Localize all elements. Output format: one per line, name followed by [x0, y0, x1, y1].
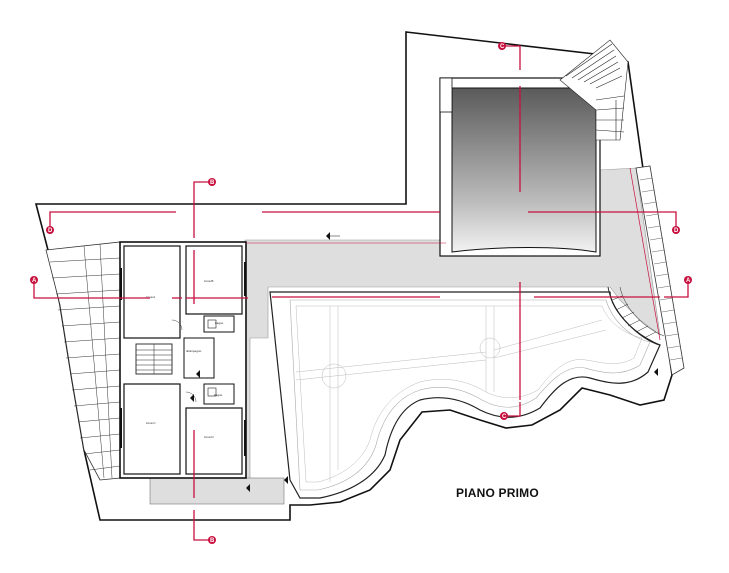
- marker-b-bottom-label: B: [210, 538, 215, 544]
- room-label-5: bagno: [214, 393, 223, 397]
- marker-a-left-label: A: [32, 278, 37, 284]
- marker-b-top-label: B: [210, 180, 215, 186]
- marker-d-right-label: D: [674, 228, 679, 234]
- garden-edge: [269, 291, 661, 499]
- room-label-6: zona C: [146, 421, 156, 425]
- section-lines: [33, 45, 689, 541]
- building: zona A zona B bagno disimpegno bagno zon…: [119, 241, 247, 479]
- stair-curved: [607, 286, 665, 346]
- section-markers: A A B B C C D D: [30, 42, 692, 544]
- pool-step: [439, 77, 453, 113]
- stair-left: [45, 241, 121, 481]
- marker-a-left: [30, 276, 38, 284]
- marker-b-bottom: [208, 536, 216, 544]
- drawing-title: PIANO PRIMO: [456, 486, 539, 500]
- marker-c-top-label: C: [500, 44, 505, 50]
- pool: [451, 87, 597, 253]
- lower-deck: [149, 477, 285, 505]
- marker-b-top: [208, 178, 216, 186]
- marker-c-top: [498, 42, 506, 50]
- marker-d-right: [672, 226, 680, 234]
- garden-walk-outer: [289, 299, 651, 491]
- marker-a-right: [684, 276, 692, 284]
- room-label-2: zona B: [204, 279, 213, 283]
- room-7: [185, 407, 243, 475]
- marker-d-left-label: D: [48, 228, 53, 234]
- room-label-7: zona D: [204, 435, 214, 439]
- room-1: [123, 245, 181, 339]
- room-label-1: zona A: [146, 295, 155, 299]
- marker-c-bottom-label: C: [502, 414, 507, 420]
- level-markers: [190, 232, 658, 492]
- marker-a-right-label: A: [686, 278, 691, 284]
- marker-c-bottom: [500, 412, 508, 420]
- room-2: [185, 245, 243, 315]
- room-label-3: bagno: [215, 321, 224, 325]
- ramp-right: [635, 165, 685, 376]
- garden-paths: [295, 306, 607, 482]
- marker-d-left: [46, 226, 54, 234]
- room-6: [123, 383, 181, 475]
- room-label-4: disimpegno: [186, 349, 202, 353]
- garden-walk-inner: [295, 305, 643, 483]
- stair-top-right: [559, 39, 629, 141]
